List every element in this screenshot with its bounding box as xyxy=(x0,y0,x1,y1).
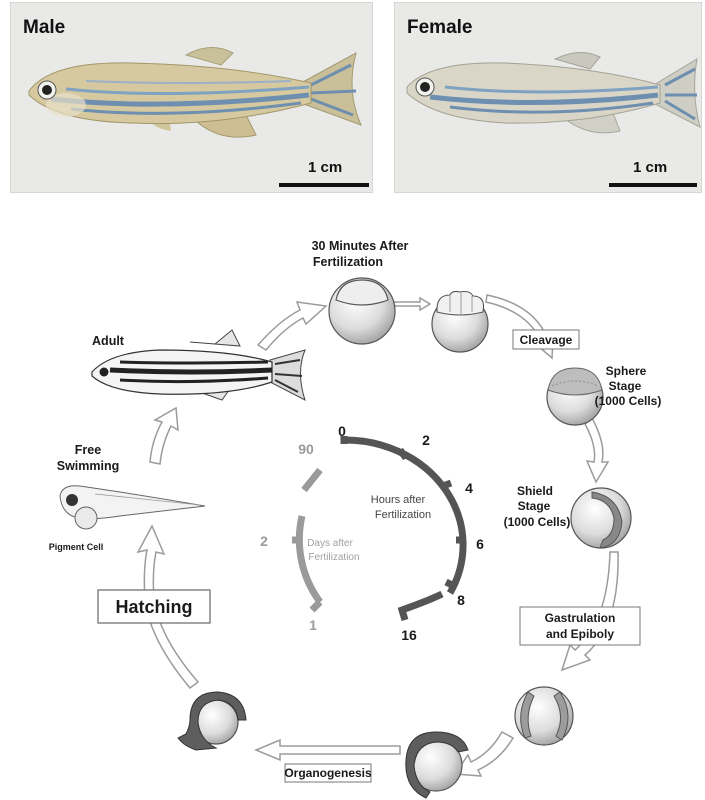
sphere-label-line1: Sphere xyxy=(606,364,647,378)
hours-title-line2: Fertilization xyxy=(375,509,431,521)
life-cycle-diagram: 30 Minutes After Fertilization Cleavage … xyxy=(0,200,705,800)
egg-gastrulation xyxy=(515,687,573,745)
free-swimming-label-line1: Free xyxy=(75,443,101,457)
gastrulation-label-line1: Gastrulation xyxy=(545,611,616,625)
days-title-line1: Days after xyxy=(307,538,353,549)
shield-label-line2: Stage xyxy=(518,499,551,513)
shield-label-line1: Shield xyxy=(517,484,553,498)
hours-tick-2: 2 xyxy=(422,432,430,448)
organogenesis-label: Organogenesis xyxy=(284,766,372,780)
sphere-label-line3: (1000 Cells) xyxy=(595,394,662,408)
days-tick-2: 2 xyxy=(260,533,268,549)
egg-organogenesis xyxy=(406,732,468,798)
male-scale-bar xyxy=(279,183,369,187)
days-tick-90: 90 xyxy=(298,441,314,457)
arrow-egg-to-cleavage xyxy=(393,298,430,310)
hours-arc xyxy=(344,436,464,620)
cleavage-label: Cleavage xyxy=(520,333,573,347)
gastrulation-label-line2: and Epiboly xyxy=(546,627,614,641)
hours-tick-6: 6 xyxy=(476,536,484,552)
hours-title-line1: Hours after xyxy=(371,494,426,506)
female-scale-label: 1 cm xyxy=(633,159,667,176)
arrow-larva-to-adult xyxy=(150,408,178,464)
hours-tick-16: 16 xyxy=(401,627,417,643)
arrow-gastrulation-to-organogenesis xyxy=(455,732,513,776)
fertilization-label-line1: 30 Minutes After xyxy=(312,239,409,253)
female-photo-panel: Female 1 cm xyxy=(394,2,702,193)
arrow-organogenesis-to-hatching xyxy=(256,740,400,760)
egg-late-embryo xyxy=(178,692,246,750)
days-title-line2: Fertilization xyxy=(308,552,359,563)
days-tick-1: 1 xyxy=(309,617,317,633)
female-scale-bar xyxy=(609,183,697,187)
arrow-adult-to-egg xyxy=(258,302,326,350)
male-scale-label: 1 cm xyxy=(308,159,342,176)
pigment-cell-label: Pigment Cell xyxy=(49,542,104,552)
hours-tick-4: 4 xyxy=(465,480,473,496)
arrow-sphere-to-shield xyxy=(585,418,608,482)
egg-30-minutes xyxy=(329,278,395,344)
male-photo-panel: Male 1 cm xyxy=(10,2,373,193)
hatching-label: Hatching xyxy=(115,597,192,617)
hours-tick-0: 0 xyxy=(338,423,346,439)
egg-shield-stage xyxy=(571,488,631,548)
sphere-label-line2: Stage xyxy=(609,379,642,393)
hours-tick-8: 8 xyxy=(457,592,465,608)
egg-cleavage xyxy=(432,291,488,352)
adult-label: Adult xyxy=(92,334,125,348)
fertilization-label-line2: Fertilization xyxy=(313,255,383,269)
free-swimming-label-line2: Swimming xyxy=(57,459,120,473)
shield-label-line3: (1000 Cells) xyxy=(504,515,571,529)
larva-free-swimming xyxy=(60,486,205,529)
